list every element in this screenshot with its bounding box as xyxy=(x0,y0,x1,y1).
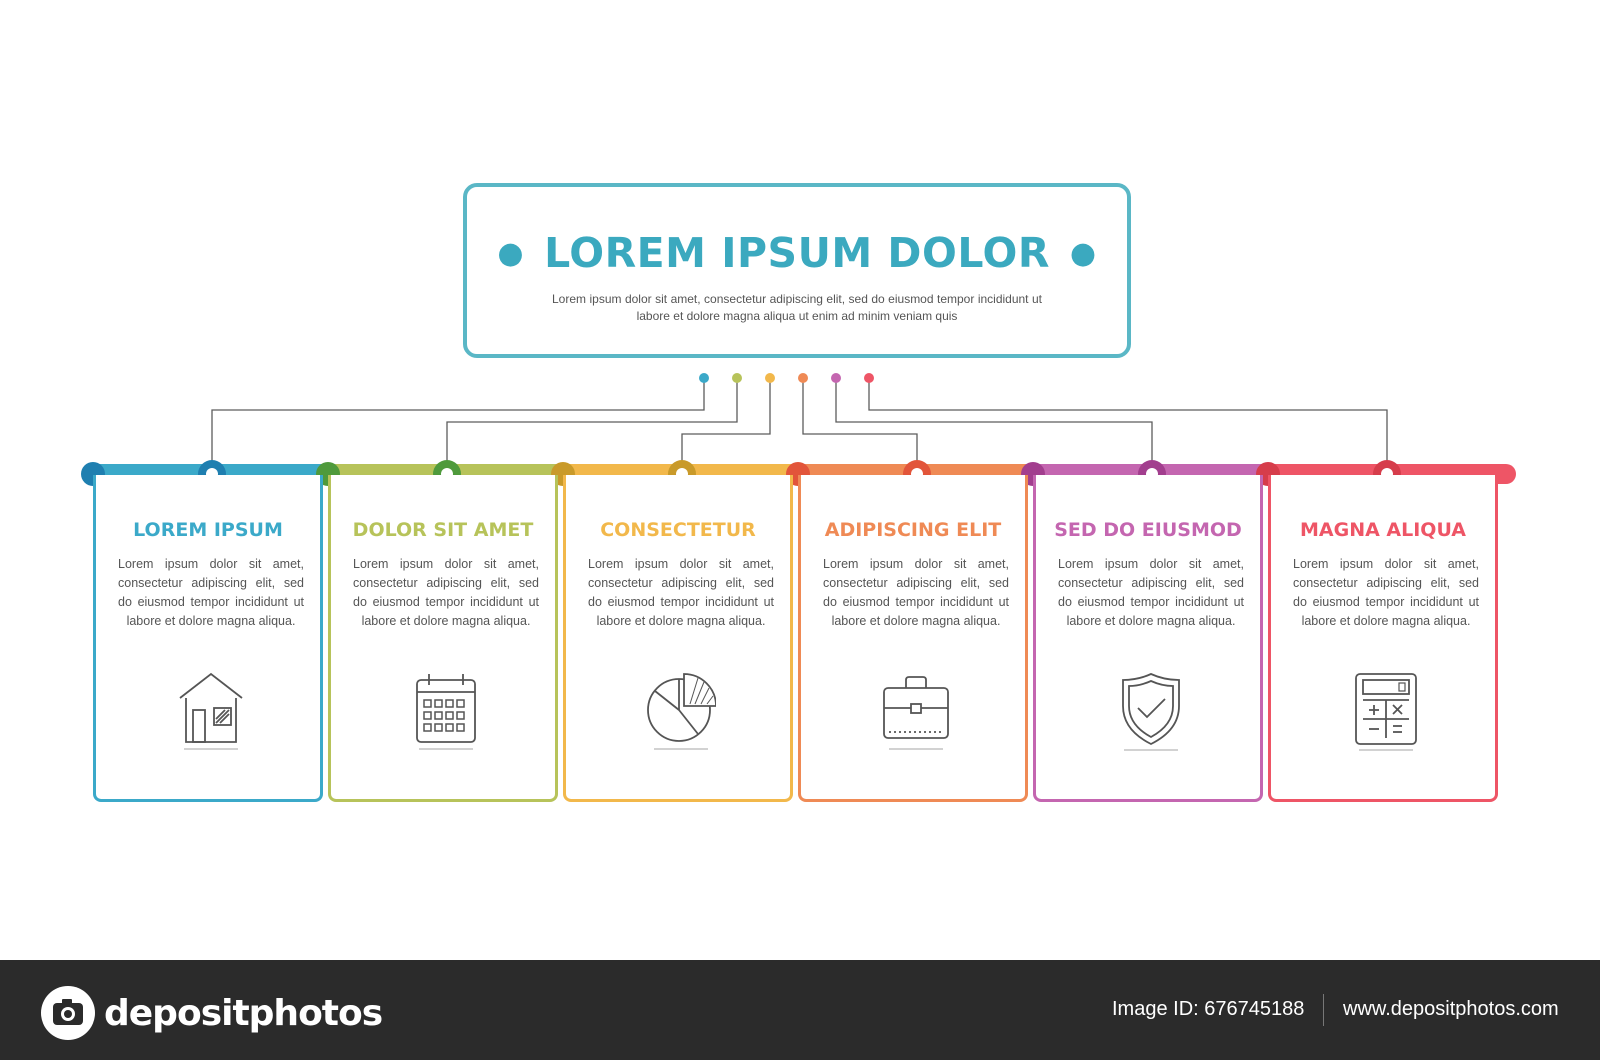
step-card: LOREM IPSUM Lorem ipsum dolor sit amet, … xyxy=(93,475,323,802)
connector-dot xyxy=(765,373,775,383)
footer-bar: depositphotos Image ID: 676745188 www.de… xyxy=(0,960,1600,1060)
calculator-icon xyxy=(1355,673,1417,751)
step-card: DOLOR SIT AMET Lorem ipsum dolor sit ame… xyxy=(328,475,558,802)
connector-line xyxy=(446,378,738,466)
main-heading-box: ● LOREM IPSUM DOLOR ● Lorem ipsum dolor … xyxy=(463,183,1131,358)
pie-chart-icon xyxy=(647,673,716,750)
main-title: LOREM IPSUM DOLOR xyxy=(544,229,1050,277)
connector-dot xyxy=(798,373,808,383)
camera-logo-icon xyxy=(41,986,95,1040)
step-title: MAGNA ALIQUA xyxy=(1299,519,1466,541)
title-bullet-right: ● xyxy=(1069,235,1097,271)
step-description: Lorem ipsum dolor sit amet, consectetur … xyxy=(588,557,774,628)
connector-line xyxy=(802,378,918,466)
step-card: SED DO EIUSMOD Lorem ipsum dolor sit ame… xyxy=(1033,475,1263,802)
image-id: Image ID: 676745188 xyxy=(1112,998,1305,1020)
house-icon xyxy=(179,672,243,750)
step-description: Lorem ipsum dolor sit amet, consectetur … xyxy=(118,557,304,628)
step-card: CONSECTETUR Lorem ipsum dolor sit amet, … xyxy=(563,475,793,802)
step-title: LOREM IPSUM xyxy=(133,519,283,541)
step-card: ADIPISCING ELIT Lorem ipsum dolor sit am… xyxy=(798,475,1028,802)
title-bullet-left: ● xyxy=(497,235,525,271)
infographic-canvas: ● LOREM IPSUM DOLOR ● Lorem ipsum dolor … xyxy=(81,183,1516,802)
step-title: CONSECTETUR xyxy=(600,519,756,541)
step-title: DOLOR SIT AMET xyxy=(352,519,534,541)
connector-line xyxy=(835,378,1153,466)
connector-line xyxy=(681,378,771,466)
step-title: ADIPISCING ELIT xyxy=(824,519,1002,541)
step-card: MAGNA ALIQUA Lorem ipsum dolor sit amet,… xyxy=(1268,475,1498,802)
step-description: Lorem ipsum dolor sit amet, consectetur … xyxy=(353,557,539,628)
briefcase-icon xyxy=(883,676,949,750)
connector-dot xyxy=(831,373,841,383)
main-description: Lorem ipsum dolor sit amet, consectetur … xyxy=(552,292,1042,323)
brand-name: depositphotos xyxy=(104,992,383,1034)
connector-dot xyxy=(732,373,742,383)
shield-check-icon xyxy=(1122,673,1180,751)
step-title: SED DO EIUSMOD xyxy=(1054,519,1242,541)
connector-line xyxy=(211,378,705,466)
main-title-row: ● LOREM IPSUM DOLOR ● xyxy=(467,229,1127,277)
step-description: Lorem ipsum dolor sit amet, consectetur … xyxy=(823,557,1009,628)
site-url-link[interactable]: www.depositphotos.com xyxy=(1343,998,1559,1020)
footer-divider xyxy=(1323,994,1324,1026)
connector-dot xyxy=(699,373,709,383)
brand-logo[interactable]: depositphotos xyxy=(40,985,383,1041)
connector-dot xyxy=(864,373,874,383)
step-description: Lorem ipsum dolor sit amet, consectetur … xyxy=(1293,557,1479,628)
connector-line xyxy=(868,378,1388,466)
calendar-icon xyxy=(416,674,476,750)
step-description: Lorem ipsum dolor sit amet, consectetur … xyxy=(1058,557,1244,628)
